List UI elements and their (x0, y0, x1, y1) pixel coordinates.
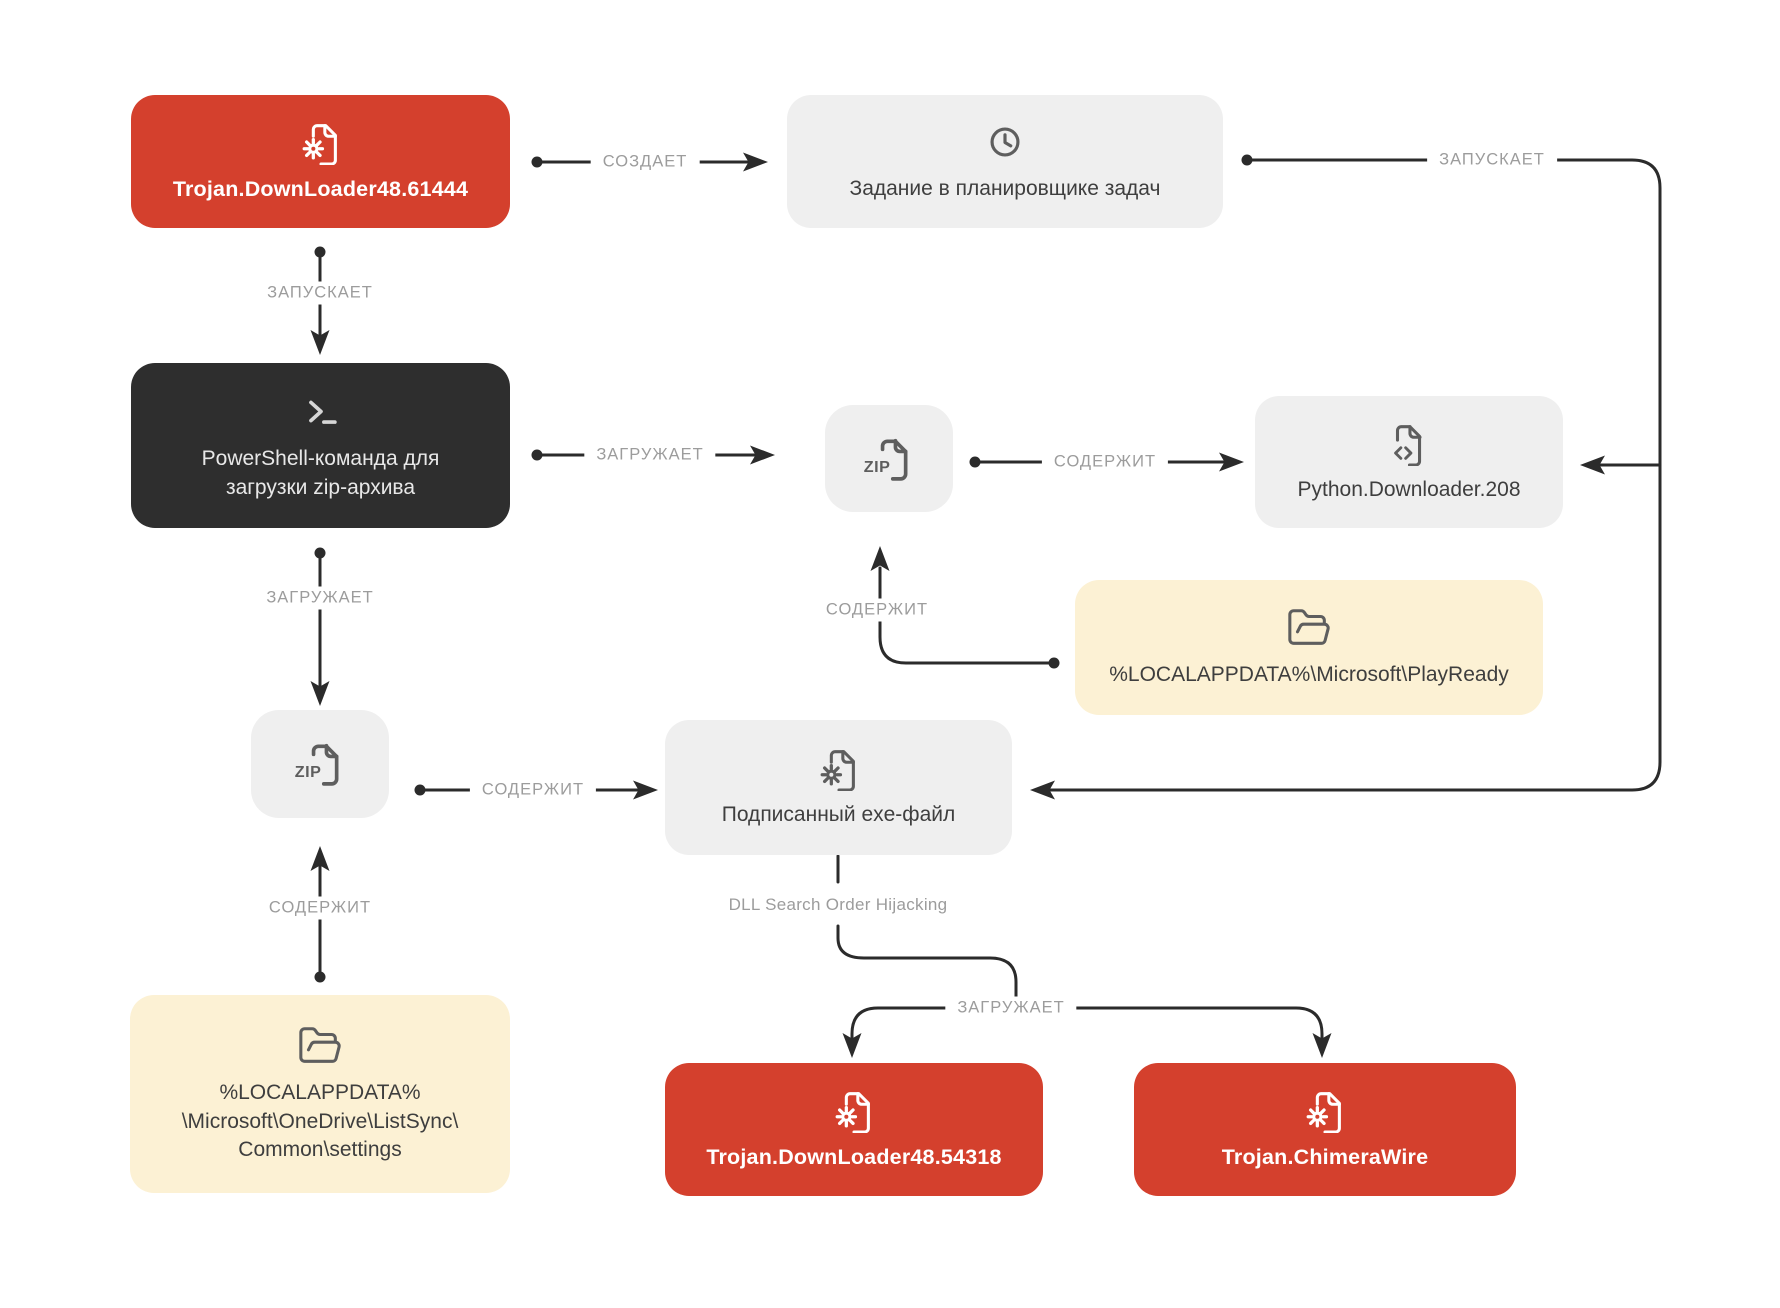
clock-icon (982, 119, 1028, 165)
edge-label-launches-powershell: ЗАПУСКАЕТ (255, 281, 385, 305)
edge-contains-zip-left-line (310, 846, 330, 983)
node-label: Python.Downloader.208 (1297, 477, 1521, 501)
file-gear-icon (831, 1087, 877, 1134)
edge-label-contains-zip-top: СОДЕРЖИТ (813, 598, 941, 622)
node-signed-exe: Подписанный exe-файл (665, 720, 1012, 855)
terminal-icon (298, 389, 344, 435)
file-gear-icon (816, 745, 862, 792)
edge-label-launches-task: ЗАПУСКАЕТ (1427, 148, 1557, 172)
edge-contains-zip-top-line (870, 546, 1060, 669)
node-zip-archive-left: ZIP (251, 710, 389, 818)
zip-file-icon: ZIP (291, 738, 349, 790)
node-playready-folder: %LOCALAPPDATA%\Microsoft\PlayReady (1075, 580, 1543, 715)
node-label: %LOCALAPPDATA% \Microsoft\OneDrive\ListS… (182, 1079, 459, 1166)
node-label: Подписанный exe-файл (721, 803, 956, 827)
node-label: PowerShell-команда для загрузки zip-архи… (202, 445, 440, 503)
node-onedrive-settings-folder: %LOCALAPPDATA% \Microsoft\OneDrive\ListS… (130, 995, 510, 1193)
folder-open-icon (297, 1023, 343, 1069)
edge-downloads-zip-left-line (310, 547, 330, 706)
node-label: Trojan.DownLoader48.61444 (172, 176, 469, 201)
node-label-line: %LOCALAPPDATA% (219, 1080, 421, 1104)
node-powershell-command: PowerShell-команда для загрузки zip-архи… (131, 363, 510, 528)
node-task-scheduler: Задание в планировщике задач (787, 95, 1223, 228)
zip-icon-text: ZIP (295, 763, 322, 781)
edge-label-contains-exe: СОДЕРЖИТ (469, 778, 597, 802)
node-label: Trojan.DownLoader48.54318 (706, 1144, 1002, 1169)
edge-label-downloads-zip-left: ЗАГРУЖАЕТ (254, 586, 386, 610)
node-python-downloader: Python.Downloader.208 (1255, 396, 1563, 528)
file-gear-icon (1302, 1087, 1348, 1134)
node-label-line: PowerShell-команда для (201, 446, 440, 470)
edge-dll-hijacking-line (836, 854, 1332, 1058)
edge-label-creates: СОЗДАЕТ (590, 150, 700, 174)
zip-file-icon: ZIP (860, 433, 918, 485)
node-trojan-downloader48-54318: Trojan.DownLoader48.54318 (665, 1063, 1043, 1196)
folder-open-icon (1286, 605, 1332, 651)
node-label-line: \Microsoft\OneDrive\ListSync\ (181, 1109, 459, 1133)
node-label-line: загрузки zip-архива (225, 475, 416, 499)
node-label: Задание в планировщике задач (849, 177, 1161, 201)
node-label: Trojan.ChimeraWire (1221, 1144, 1429, 1169)
node-label-line: Common\settings (238, 1138, 402, 1162)
edge-label-downloads-zip-top: ЗАГРУЖАЕТ (584, 443, 716, 467)
node-zip-archive-top: ZIP (825, 405, 953, 512)
edge-label-contains-zip-left: СОДЕРЖИТ (256, 896, 384, 920)
code-file-icon (1386, 420, 1432, 467)
zip-icon-text: ZIP (864, 457, 891, 475)
node-trojan-chimerawire: Trojan.ChimeraWire (1134, 1063, 1516, 1196)
node-trojan-downloader48-61444: Trojan.DownLoader48.61444 (131, 95, 510, 228)
edge-launches-task-line (1030, 154, 1662, 800)
edge-label-contains-python: СОДЕРЖИТ (1041, 450, 1169, 474)
edge-label-downloads-trojans: ЗАГРУЖАЕТ (945, 996, 1077, 1020)
edge-label-dll-hijacking: DLL Search Order Hijacking (720, 893, 956, 917)
file-gear-icon (298, 119, 344, 166)
node-label: %LOCALAPPDATA%\Microsoft\PlayReady (1109, 663, 1509, 687)
